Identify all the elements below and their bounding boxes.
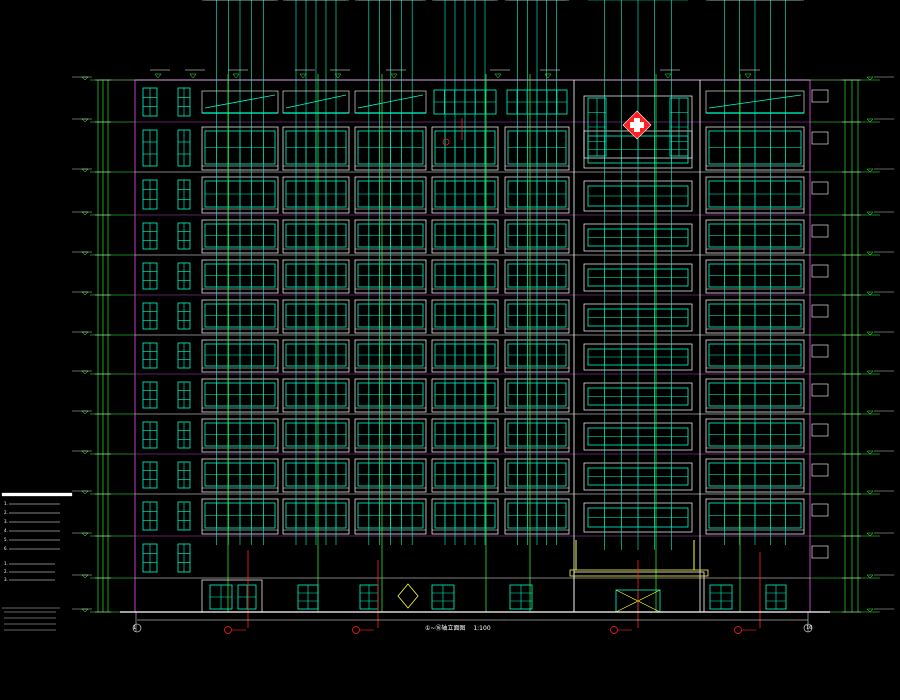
note-item: 1. [4, 561, 8, 566]
level-marker-right [866, 331, 874, 336]
note-item: 5. [4, 537, 8, 542]
view-title: ①~⑯轴立面图 [425, 625, 466, 632]
side-window-right [811, 463, 829, 477]
level-marker-right [866, 410, 874, 415]
level-marker-left [81, 450, 89, 455]
level-marker-right [866, 370, 874, 375]
note-item: 4. [4, 528, 8, 533]
side-window-right [811, 545, 829, 559]
level-marker-left [81, 211, 89, 216]
axis-bubble-start [132, 623, 142, 633]
level-marker-left [81, 118, 89, 123]
axis-bubble-end [803, 623, 813, 633]
level-marker-left [81, 291, 89, 296]
side-window-right [811, 264, 829, 278]
top-marker [544, 73, 552, 79]
top-marker [154, 73, 162, 79]
parapet-diagonal [285, 94, 347, 109]
level-marker-right [866, 450, 874, 455]
notes-heading-bar [1, 492, 73, 497]
side-window-right [811, 131, 829, 145]
ground-door-ornament [397, 583, 419, 609]
top-marker [494, 73, 502, 79]
level-marker-right [866, 251, 874, 256]
axis-label-start: 1 [133, 625, 137, 631]
note-item: 6. [4, 546, 8, 551]
top-marker [664, 73, 672, 79]
level-marker-right [866, 76, 874, 81]
callout-marker [352, 626, 360, 634]
drawing-scale: 1:100 [473, 625, 491, 632]
parapet-diagonal [708, 94, 802, 109]
level-marker-right [866, 490, 874, 495]
level-marker-left [81, 574, 89, 579]
level-marker-right [866, 574, 874, 579]
side-window-right [811, 344, 829, 358]
top-marker [744, 73, 752, 79]
level-marker-right [866, 608, 874, 613]
side-window-right [811, 503, 829, 517]
level-marker-right [866, 118, 874, 123]
top-marker [299, 73, 307, 79]
level-marker-left [81, 168, 89, 173]
drawing-title: ①~⑯轴立面图 1:100 [425, 623, 491, 632]
side-window-right [811, 224, 829, 238]
top-marker [334, 73, 342, 79]
parapet-diagonal [204, 94, 276, 109]
top-marker [189, 73, 197, 79]
note-item: 3. [4, 577, 8, 582]
level-marker-left [81, 251, 89, 256]
level-marker-left [81, 76, 89, 81]
side-window-right [811, 423, 829, 437]
callout-marker [224, 626, 232, 634]
side-window-right [811, 89, 829, 103]
level-marker-left [81, 410, 89, 415]
level-marker-left [81, 331, 89, 336]
side-window-right [811, 383, 829, 397]
top-marker [232, 73, 240, 79]
axis-label-end: 16 [806, 625, 813, 631]
side-window-right [811, 304, 829, 318]
level-marker-right [866, 532, 874, 537]
level-marker-right [866, 211, 874, 216]
level-marker-right [866, 168, 874, 173]
side-window-right [811, 181, 829, 195]
note-item: 3. [4, 519, 8, 524]
note-item: 2. [4, 510, 8, 515]
sign-panel [583, 95, 693, 159]
level-marker-right [866, 291, 874, 296]
level-marker-left [81, 532, 89, 537]
entrance-canopy [569, 569, 709, 577]
level-marker-left [81, 370, 89, 375]
note-item: 2. [4, 569, 8, 574]
parapet-diagonal [357, 94, 424, 109]
note-item: 1. [4, 501, 8, 506]
top-marker [390, 73, 398, 79]
level-marker-left [81, 608, 89, 613]
level-marker-left [81, 490, 89, 495]
callout-marker [734, 626, 742, 634]
callout-marker [442, 138, 450, 146]
red-cross-icon [630, 122, 644, 128]
callout-marker [610, 626, 618, 634]
